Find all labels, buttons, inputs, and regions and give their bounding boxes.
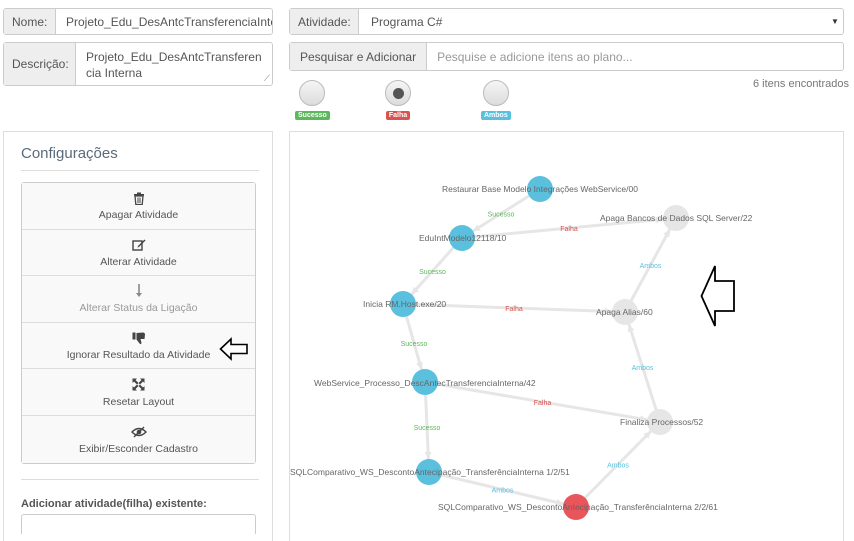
trash-icon <box>133 190 145 206</box>
atividade-label: Atividade: <box>290 9 359 34</box>
descricao-label: Descrição: <box>4 43 76 85</box>
edge-arrowhead <box>663 229 670 238</box>
actions-list: Apagar Atividade Alterar Atividade Alter… <box>21 182 256 464</box>
exibir-esconder-cadastro-button[interactable]: Exibir/Esconder Cadastro <box>22 415 255 463</box>
descricao-field[interactable]: Descrição: Projeto_Edu_DesAntcTransferen… <box>3 42 273 86</box>
apagar-atividade-button[interactable]: Apagar Atividade <box>22 183 255 230</box>
edge-arrowhead <box>604 307 613 315</box>
radio-ambos[interactable] <box>482 80 509 106</box>
action-label: Alterar Status da Ligação <box>79 302 198 315</box>
graph-node[interactable] <box>563 494 589 520</box>
edge-arrowhead <box>555 498 564 506</box>
edge-label: Falha <box>534 400 552 407</box>
nome-field[interactable]: Nome: Projeto_Edu_DesAntcTransferenciaIn… <box>3 8 273 35</box>
action-label: Alterar Atividade <box>100 255 177 268</box>
edge-label: Sucesso <box>414 425 441 432</box>
edge-label: Ambos <box>640 263 662 270</box>
action-label: Ignorar Resultado da Atividade <box>66 349 211 362</box>
divider <box>21 479 259 480</box>
graph-edge[interactable] <box>424 380 661 424</box>
nome-label: Nome: <box>4 9 56 34</box>
legend-sucesso[interactable]: Sucesso <box>295 80 330 120</box>
divider <box>21 170 259 171</box>
node-label: SQLComparativo_WS_DescontoAntecipação_Tr… <box>438 502 718 512</box>
nome-input[interactable]: Projeto_Edu_DesAntcTransferenciaInter <box>66 14 272 29</box>
add-atividade-label: Adicionar atividade(filha) existente: <box>21 498 207 510</box>
node-label: Inicia RM.Host.exe/20 <box>363 299 446 309</box>
atividade-value[interactable]: Programa C# <box>371 14 443 29</box>
edge-label: Falha <box>505 306 523 313</box>
pesquisar-input[interactable]: Pesquise e adicione itens ao plano... <box>437 49 633 64</box>
node-label: WebService_Processo_DescAntecTransferenc… <box>314 378 536 388</box>
resetar-layout-button[interactable]: Resetar Layout <box>22 369 255 416</box>
node-label: Apaga Alias/60 <box>596 307 653 317</box>
alterar-atividade-button[interactable]: Alterar Atividade <box>22 229 255 277</box>
action-label: Resetar Layout <box>102 395 175 408</box>
node-label: Finaliza Processos/52 <box>620 417 703 427</box>
edge-label: Sucesso <box>488 212 515 219</box>
node-label: Restaurar Base Modelo Integrações WebSer… <box>442 184 638 194</box>
node-label: EduIntModelo12118/10 <box>419 233 507 243</box>
falha-tag: Falha <box>385 111 411 120</box>
ambos-tag: Ambos <box>481 111 511 120</box>
found-count: 6 itens encontrados <box>753 78 850 90</box>
edge-arrowhead <box>424 451 432 460</box>
graph-node[interactable] <box>527 176 553 202</box>
graph-node[interactable] <box>663 205 689 231</box>
edge-arrowhead <box>627 324 635 333</box>
arrow-down-icon <box>135 283 143 299</box>
legend-ambos[interactable]: Ambos <box>481 80 511 120</box>
alterar-status-ligacao-button[interactable]: Alterar Status da Ligação <box>22 276 255 323</box>
eye-slash-icon <box>130 424 147 440</box>
graph-node[interactable] <box>612 299 638 325</box>
action-label: Exibir/Esconder Cadastro <box>78 442 199 455</box>
config-panel: Configurações Apagar Atividade Alterar A… <box>3 131 273 541</box>
edge-arrowhead <box>639 415 648 423</box>
radio-falha[interactable] <box>385 80 411 106</box>
graph-svg[interactable]: SucessoFalhaSucessoFalhaAmbosSucessoFalh… <box>290 132 844 541</box>
edge-label: Sucesso <box>401 341 428 348</box>
edge-label: Sucesso <box>419 269 446 276</box>
add-atividade-input[interactable] <box>21 514 256 534</box>
edge-arrowhead <box>643 431 651 439</box>
edge-arrowhead <box>473 224 481 232</box>
graph-edge[interactable] <box>461 216 677 240</box>
resize-handle-icon[interactable]: ⟋ <box>263 73 270 83</box>
config-title: Configurações <box>21 145 118 162</box>
edge-label: Ambos <box>492 488 514 495</box>
edge-label: Ambos <box>607 463 629 470</box>
caret-down-icon[interactable]: ▼ <box>831 17 839 26</box>
fullscreen-icon <box>132 377 145 393</box>
descricao-textarea[interactable]: Projeto_Edu_DesAntcTransferencia Interna <box>86 50 262 80</box>
atividade-select[interactable]: Atividade: Programa C# ▼ <box>289 8 844 35</box>
ignorar-resultado-button[interactable]: Ignorar Resultado da Atividade <box>22 322 255 370</box>
sucesso-tag: Sucesso <box>295 111 330 120</box>
graph-edge[interactable] <box>402 302 626 314</box>
edge-arrowhead <box>416 361 423 370</box>
pesquisar-button[interactable]: Pesquisar e Adicionar <box>290 43 428 70</box>
graph-node[interactable] <box>449 225 475 251</box>
action-label: Apagar Atividade <box>98 209 179 222</box>
edit-icon <box>131 237 146 253</box>
radio-sucesso[interactable] <box>299 80 326 106</box>
thumbs-down-icon <box>132 330 146 346</box>
arrow-left-icon <box>700 265 735 327</box>
graph-node[interactable] <box>390 291 416 317</box>
pesquisar-group[interactable]: Pesquisar e Adicionar Pesquise e adicion… <box>289 42 844 71</box>
graph-node[interactable] <box>412 369 438 395</box>
edge-arrowhead <box>411 286 419 295</box>
node-label: Apaga Bancos de Dados SQL Server/22 <box>600 213 753 223</box>
graph-node[interactable] <box>416 459 442 485</box>
edge-label: Ambos <box>632 365 654 372</box>
edge-label: Falha <box>560 226 578 233</box>
graph-node[interactable] <box>647 409 673 435</box>
edge-arrowhead <box>655 216 664 224</box>
arrow-left-icon <box>219 337 248 361</box>
legend-falha[interactable]: Falha <box>385 80 411 120</box>
node-label: SQLComparativo_WS_DescontoAntecipação_Tr… <box>290 467 570 477</box>
graph-edge[interactable] <box>428 470 577 509</box>
